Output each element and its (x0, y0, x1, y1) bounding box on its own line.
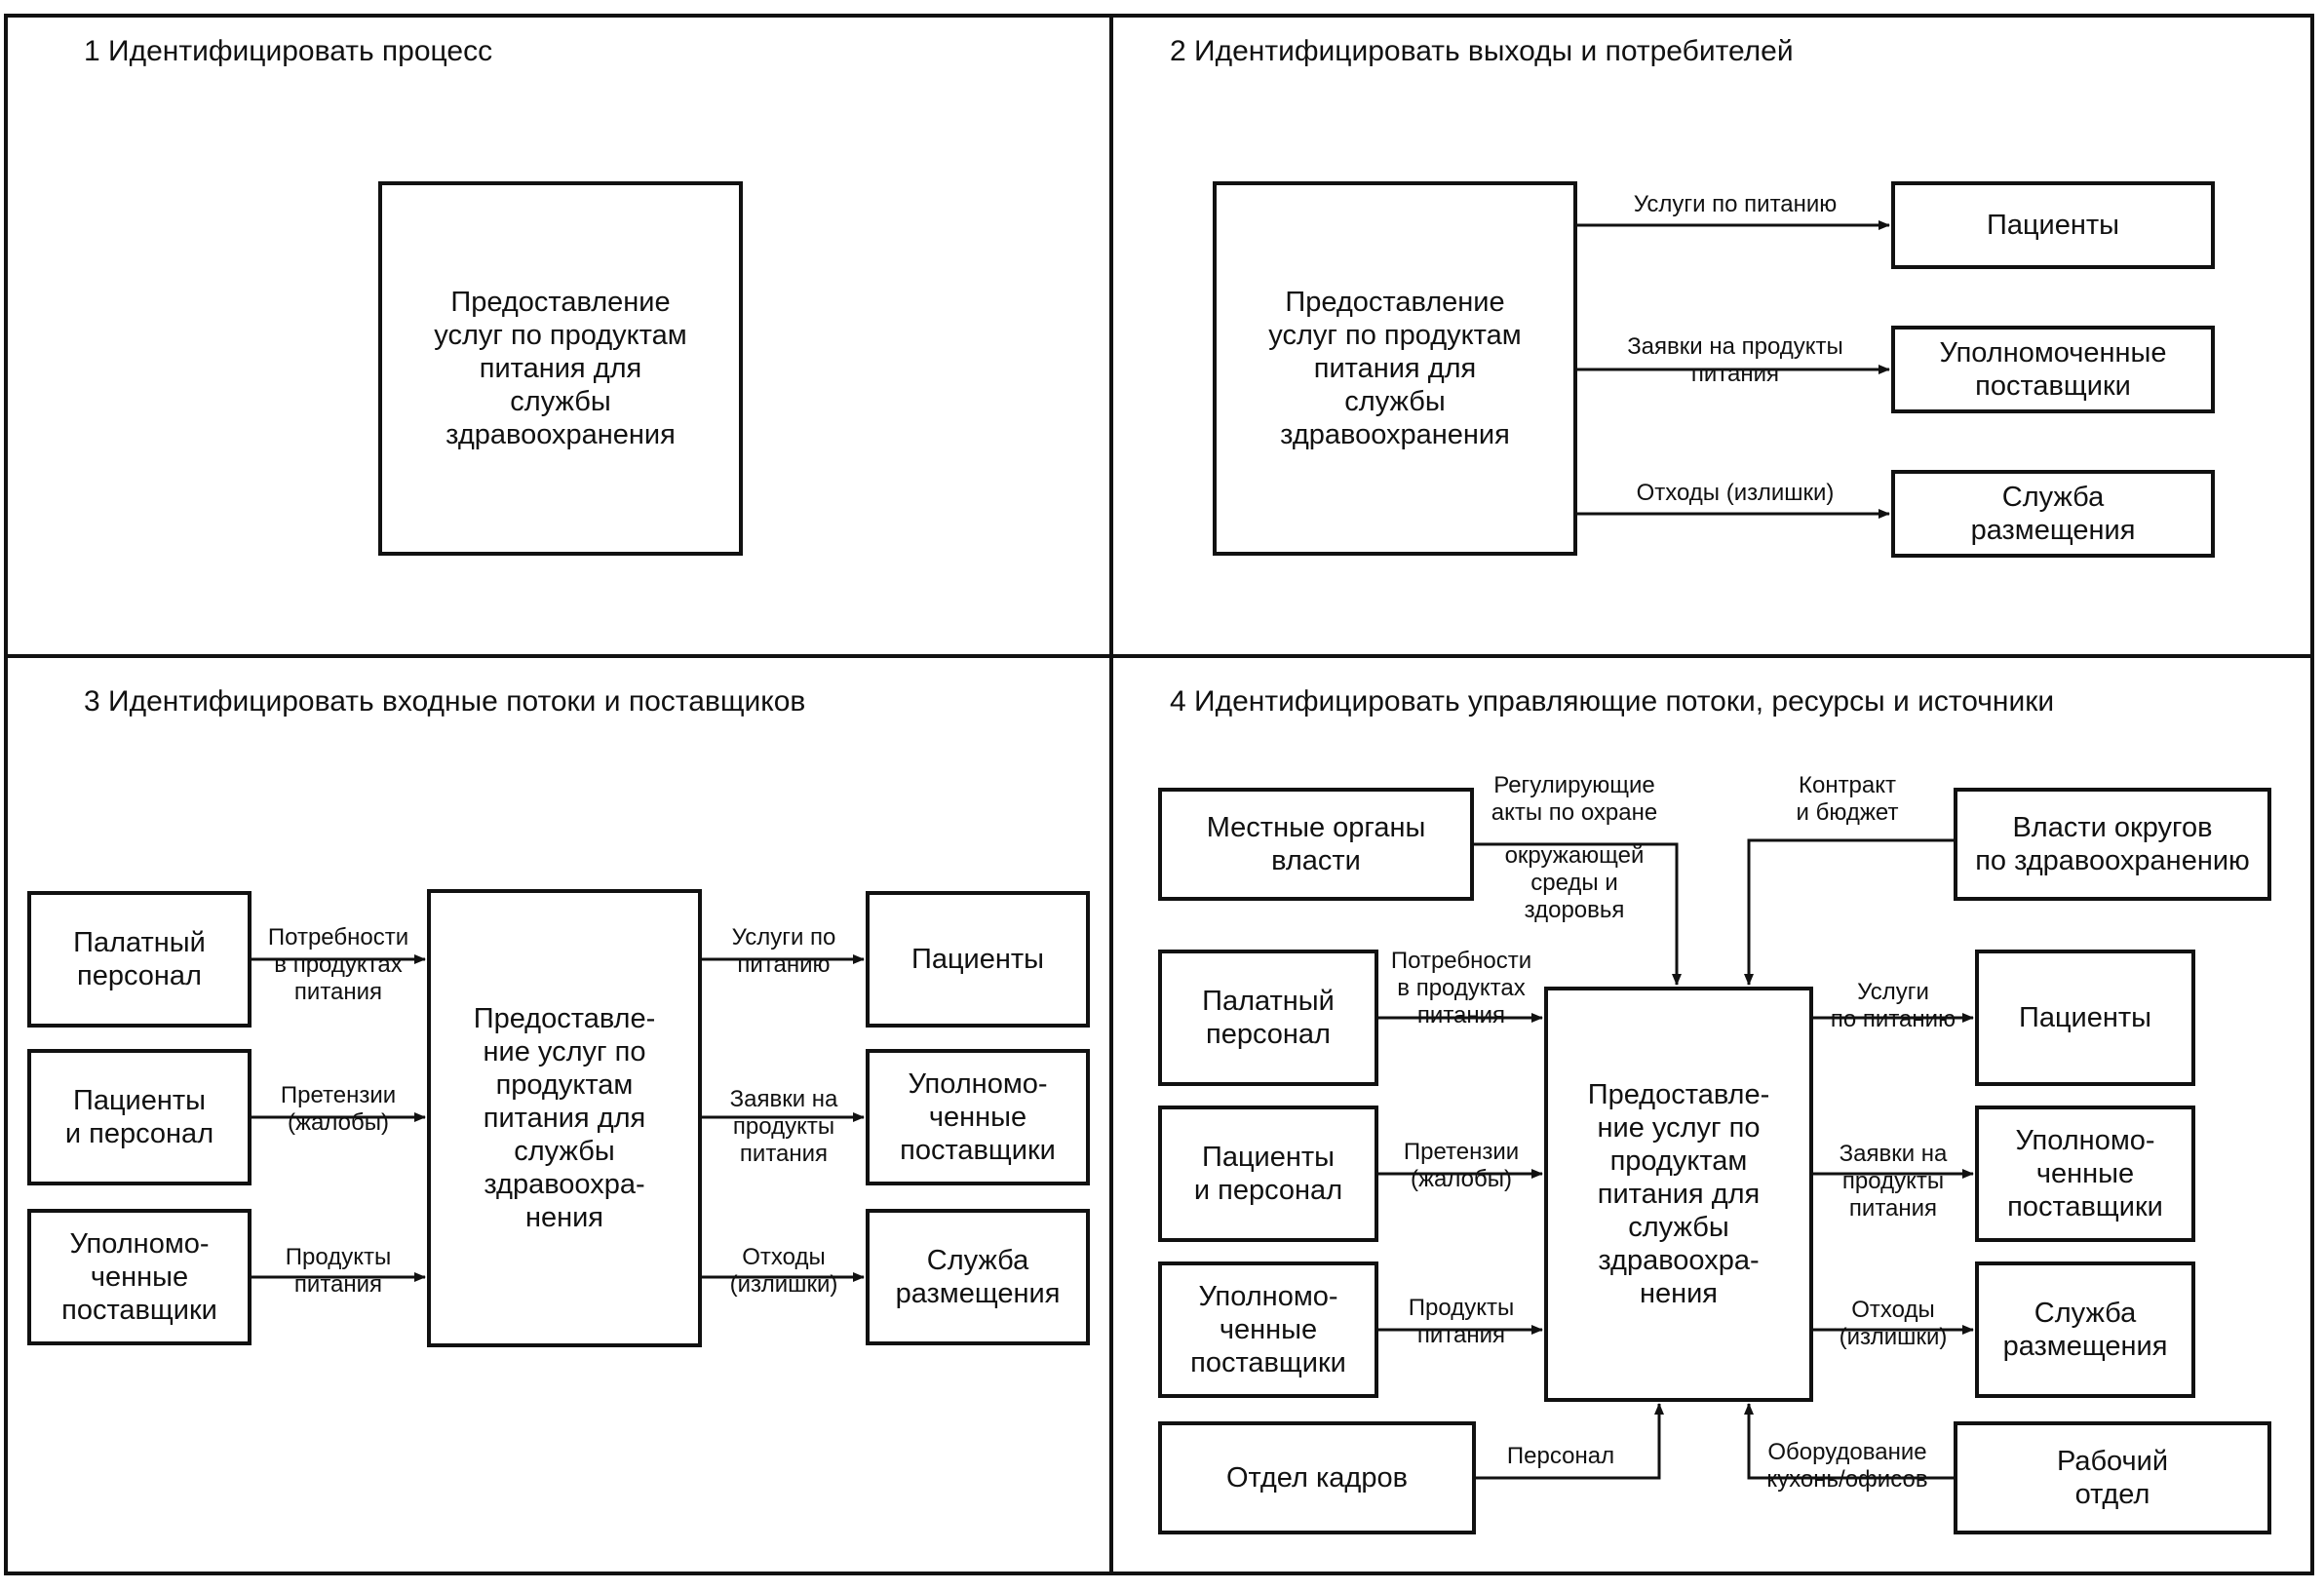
q4-resource-label-1: Персонал (1506, 1443, 1615, 1469)
q4-input-label-1: Потребности в продуктах питания (1390, 948, 1532, 1028)
q4-control-label-1-bottom: окружающей среды и здоровья (1504, 842, 1645, 923)
q3-output-label-1: Услуги по питанию (731, 924, 836, 978)
q4-control-arrow-2 (1744, 838, 1954, 986)
q4-title: 4 Идентифицировать управляющие потоки, р… (1170, 685, 2055, 718)
q3-input-label-2: Претензии (жалобы) (280, 1082, 397, 1136)
q2-output-label-2: Заявки на продукты питания (1627, 333, 1843, 387)
q4-control-label-1-top: Регулирующие акты по охране (1491, 772, 1658, 826)
q3-source-ward-staff: Палатный персонал (27, 891, 252, 1028)
q4-target-suppliers: Уполномо- ченные поставщики (1975, 1106, 2195, 1242)
q4-input-label-2: Претензии (жалобы) (1403, 1139, 1520, 1192)
frame-middle-horizontal (4, 654, 2314, 658)
q3-output-label-2: Заявки на продукты питания (729, 1086, 838, 1167)
q4-input-label-3: Продукты питания (1408, 1295, 1515, 1348)
frame-left (4, 14, 8, 1575)
q2-target-suppliers: Уполномоченные поставщики (1891, 326, 2215, 413)
q3-target-patients: Пациенты (866, 891, 1090, 1028)
q4-source-patients-staff: Пациенты и персонал (1158, 1106, 1378, 1242)
q1-process-box: Предоставление услуг по продуктам питани… (378, 181, 743, 556)
q4-source-ward-staff: Палатный персонал (1158, 950, 1378, 1086)
q4-control-label-2: Контракт и бюджет (1796, 772, 1899, 826)
q2-process-box: Предоставление услуг по продуктам питани… (1213, 181, 1577, 556)
q3-title: 3 Идентифицировать входные потоки и пост… (84, 685, 806, 718)
q4-control-local-authorities: Местные органы власти (1158, 788, 1474, 901)
q3-input-label-1: Потребности в продуктах питания (267, 924, 409, 1005)
q3-target-placement: Служба размещения (866, 1209, 1090, 1345)
q1-title: 1 Идентифицировать процесс (84, 35, 493, 67)
q3-source-patients-staff: Пациенты и персонал (27, 1049, 252, 1185)
q2-title: 2 Идентифицировать выходы и потребителей (1170, 35, 1794, 67)
q2-output-label-1: Услуги по питанию (1633, 191, 1838, 217)
frame-top (4, 14, 2314, 18)
q3-process-box: Предоставле- ние услуг по продуктам пита… (427, 889, 702, 1347)
frame-middle-vertical (1109, 14, 1113, 1575)
q4-target-placement: Служба размещения (1975, 1261, 2195, 1398)
q2-target-patients: Пациенты (1891, 181, 2215, 269)
q4-resource-hr: Отдел кадров (1158, 1421, 1476, 1534)
frame-bottom (4, 1572, 2314, 1575)
q4-output-label-1: Услуги по питанию (1830, 979, 1956, 1032)
q3-target-suppliers: Уполномо- ченные поставщики (866, 1049, 1090, 1185)
q4-process-box: Предоставле- ние услуг по продуктам пита… (1544, 987, 1813, 1402)
frame-right (2310, 14, 2314, 1575)
q4-resource-label-2: Оборудование кухонь/офисов (1766, 1439, 1928, 1493)
q4-source-suppliers: Уполномо- ченные поставщики (1158, 1261, 1378, 1398)
q4-target-patients: Пациенты (1975, 950, 2195, 1086)
q3-source-suppliers: Уполномо- ченные поставщики (27, 1209, 252, 1345)
q2-output-label-3: Отходы (излишки) (1636, 480, 1835, 506)
q2-target-placement: Служба размещения (1891, 470, 2215, 558)
q4-resource-works-dept: Рабочий отдел (1954, 1421, 2271, 1534)
q4-output-label-2: Заявки на продукты питания (1839, 1141, 1948, 1222)
q4-control-district-health: Власти округов по здравоохранению (1954, 788, 2271, 901)
q3-output-label-3: Отходы (излишки) (729, 1244, 838, 1298)
q4-output-label-3: Отходы (излишки) (1839, 1297, 1948, 1350)
q3-input-label-3: Продукты питания (285, 1244, 392, 1298)
